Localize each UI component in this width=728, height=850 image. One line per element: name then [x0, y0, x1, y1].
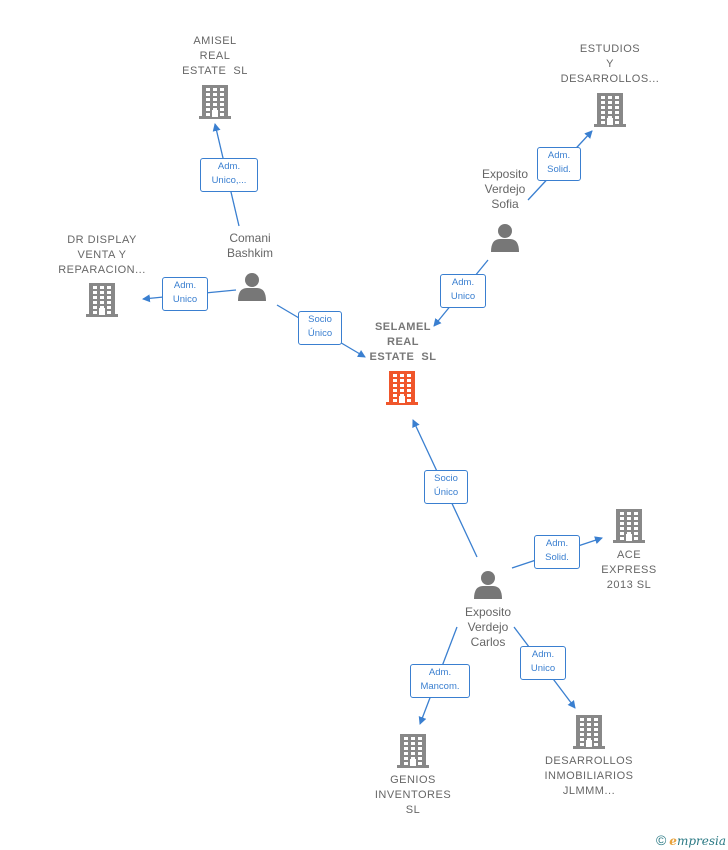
company-building-icon-desarrollos[interactable] [573, 715, 605, 749]
company-building-icon-amisel[interactable] [199, 85, 231, 119]
company-building-icon-genios[interactable] [397, 734, 429, 768]
company-building-icon-ace[interactable] [613, 509, 645, 543]
company-building-icon-estudios[interactable] [594, 93, 626, 127]
center-company-building-icon[interactable] [386, 371, 418, 405]
edge-label-carlos-desarrollos[interactable]: Adm.Unico [520, 646, 566, 680]
edge-label-carlos-ace[interactable]: Adm.Solid. [534, 535, 580, 569]
brand-logo: empresia [669, 834, 726, 848]
edge-label-comani-amisel[interactable]: Adm.Unico,... [200, 158, 258, 192]
edge-label-sofia-estudios[interactable]: Adm.Solid. [537, 147, 581, 181]
person-icon-sofia[interactable] [491, 224, 519, 252]
footer-brand[interactable]: ©empresia [656, 832, 726, 848]
edge-label-carlos-genios[interactable]: Adm.Mancom. [410, 664, 470, 698]
edge-label-comani-drdisplay[interactable]: Adm.Unico [162, 277, 208, 311]
edge-label-sofia-center[interactable]: Adm.Unico [440, 274, 486, 308]
company-building-icon-drdisplay[interactable] [86, 283, 118, 317]
person-icon-comani[interactable] [238, 273, 266, 301]
person-icon-carlos[interactable] [474, 571, 502, 599]
copyright-symbol: © [655, 832, 667, 848]
